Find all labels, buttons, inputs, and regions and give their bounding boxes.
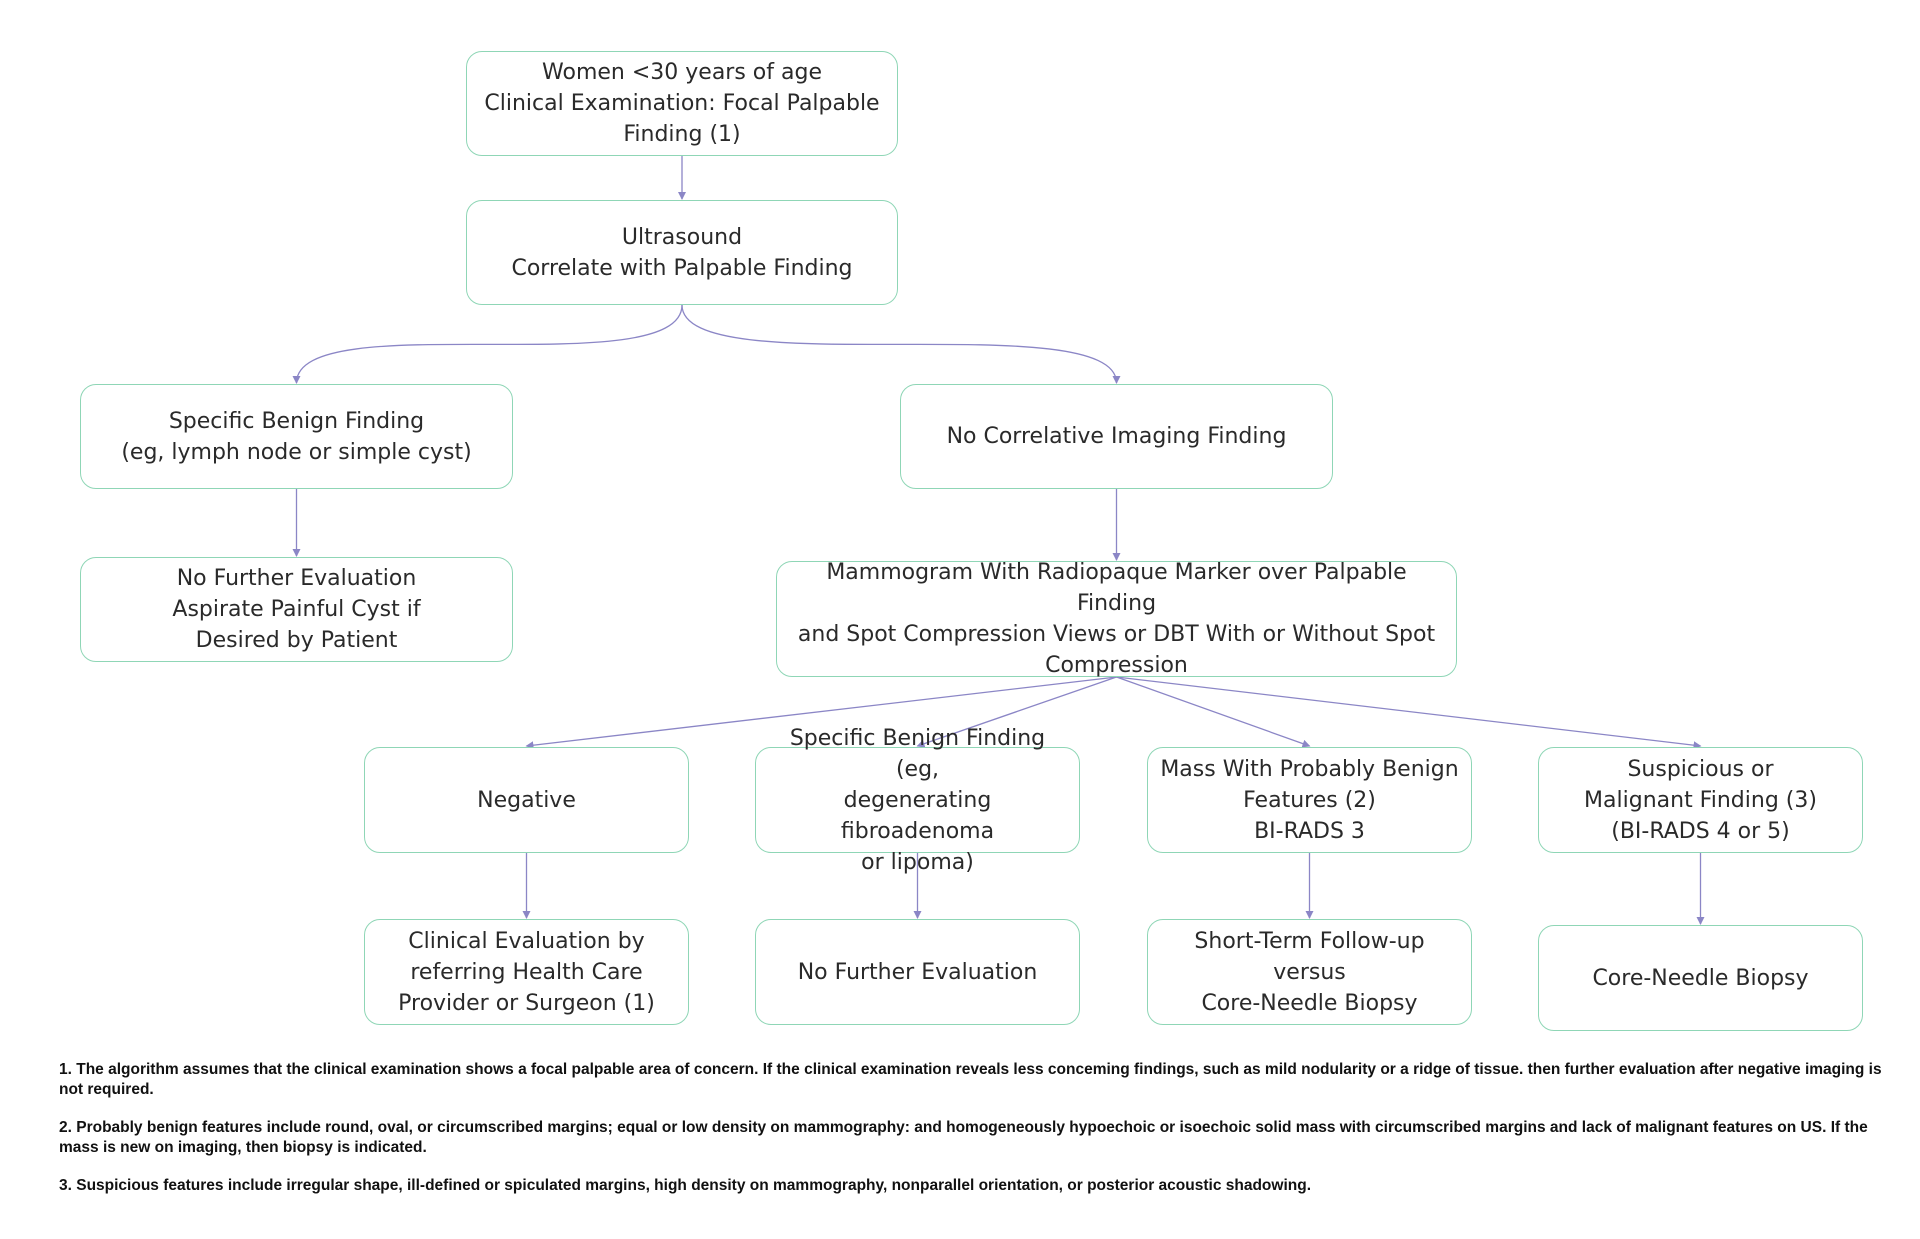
node-negative: Negative [364,747,689,853]
node-suspicious: Suspicious or Malignant Finding (3) (BI-… [1538,747,1863,853]
connector-ultrasound-to-no-correlative [681,304,1121,384]
connector-mammogram-to-specific-benign-mammo [916,676,1117,748]
footnote-2: 2. Probably benign features include roun… [59,1119,1868,1156]
node-no-further-aspirate: No Further Evaluation Aspirate Painful C… [80,557,513,662]
node-start: Women <30 years of age Clinical Examinat… [466,51,898,156]
node-short-term: Short-Term Follow-up versus Core-Needle … [1147,919,1472,1025]
node-probably-benign: Mass With Probably Benign Features (2) B… [1147,747,1472,853]
connector-mammogram-to-probably-benign [1116,676,1311,748]
connector-mammogram-to-negative [525,676,1117,750]
node-core-needle: Core-Needle Biopsy [1538,925,1863,1031]
connector-ultrasound-to-specific-benign-us [292,304,683,384]
node-specific-benign-mammo: Specific Benign Finding (eg, degeneratin… [755,726,1080,875]
node-clinical-eval: Clinical Evaluation by referring Health … [364,919,689,1025]
node-no-correlative: No Correlative Imaging Finding [900,384,1333,489]
node-specific-benign-us: Specific Benign Finding (eg, lymph node … [80,384,513,489]
node-mammogram: Mammogram With Radiopaque Marker over Pa… [776,560,1457,678]
footnote-3: 3. Suspicious features include irregular… [59,1177,1312,1194]
footnote-1: 1. The algorithm assumes that the clinic… [59,1061,1882,1098]
connector-mammogram-to-suspicious [1116,676,1702,750]
node-no-further-eval: No Further Evaluation [755,919,1080,1025]
footnotes: 1. The algorithm assumes that the clinic… [59,1060,1899,1214]
node-ultrasound: Ultrasound Correlate with Palpable Findi… [466,200,898,305]
